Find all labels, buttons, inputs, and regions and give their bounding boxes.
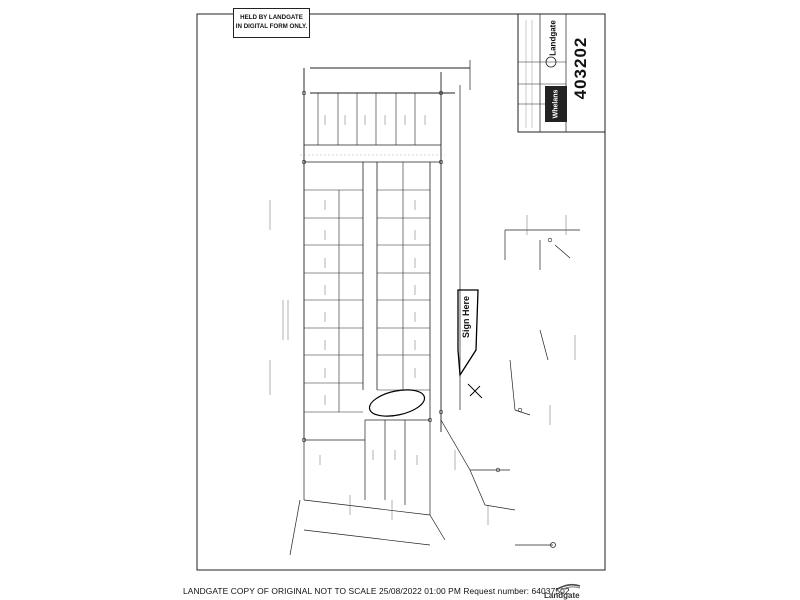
title-block-authority: Landgate — [541, 18, 565, 58]
surveyor-label: Whelans — [552, 89, 560, 119]
held-by-landgate-stamp: HELD BY LANDGATE IN DIGITAL FORM ONLY. — [233, 8, 310, 38]
footer-text: LANDGATE COPY OF ORIGINAL NOT TO SCALE 2… — [183, 586, 570, 596]
footer-brand-label: Landgate — [544, 591, 580, 600]
sign-here-label: Sign Here — [461, 295, 471, 339]
plan-number-text: 403202 — [571, 36, 590, 100]
stamp-line-2: IN DIGITAL FORM ONLY. — [235, 23, 308, 30]
surveyor-logo: Whelans — [545, 86, 567, 122]
landgate-swoosh-icon — [555, 583, 581, 591]
plan-number: 403202 — [566, 18, 596, 118]
copy-footer: LANDGATE COPY OF ORIGINAL NOT TO SCALE 2… — [0, 582, 800, 600]
landgate-footer-logo: Landgate — [543, 583, 593, 600]
stamp-line-1: HELD BY LANDGATE — [240, 14, 303, 21]
authority-label: Landgate — [548, 20, 558, 56]
sign-here-arrow[interactable]: Sign Here — [455, 292, 477, 342]
